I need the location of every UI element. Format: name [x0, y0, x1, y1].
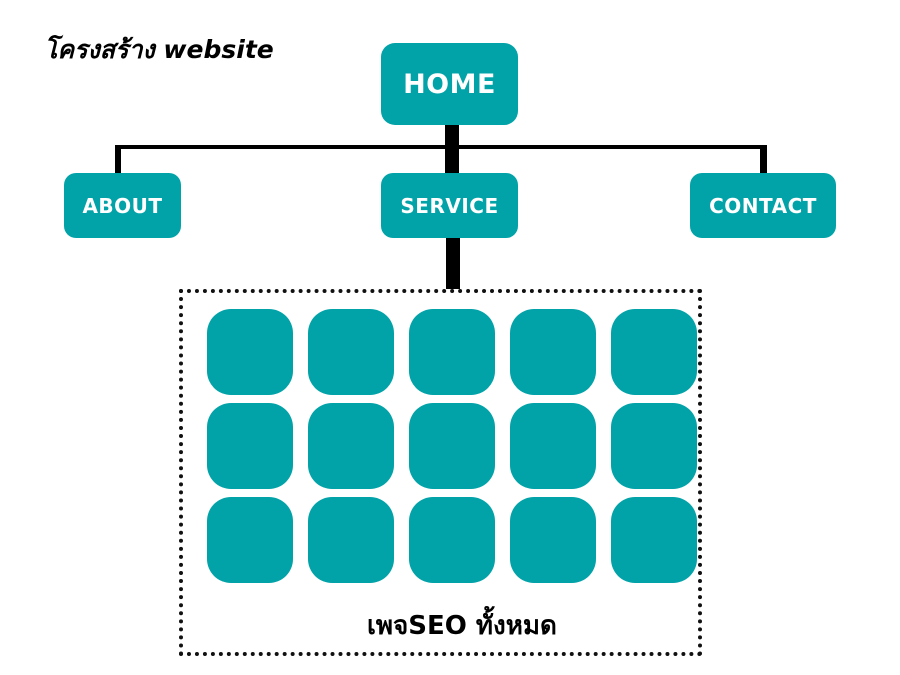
connector-horizontal — [115, 145, 767, 149]
seo-page-tile — [409, 309, 495, 395]
seo-pages-group — [179, 289, 702, 656]
seo-page-tile — [409, 403, 495, 489]
seo-page-tile — [510, 403, 596, 489]
seo-pages-label: เพจSEO ทั้งหมด — [367, 611, 557, 641]
seo-page-tile — [308, 497, 394, 583]
seo-page-tile — [207, 403, 293, 489]
home-node: HOME — [381, 43, 518, 125]
seo-page-tile — [611, 497, 697, 583]
seo-page-tile — [308, 403, 394, 489]
service-node: SERVICE — [381, 173, 518, 238]
seo-page-tile — [510, 309, 596, 395]
about-node: ABOUT — [64, 173, 181, 238]
seo-page-tile — [409, 497, 495, 583]
seo-page-tile — [611, 403, 697, 489]
connector-contact-drop — [760, 145, 767, 173]
seo-pages-grid — [207, 309, 697, 583]
seo-page-tile — [207, 497, 293, 583]
diagram-title: โครงสร้าง website — [44, 35, 274, 64]
seo-page-tile — [611, 309, 697, 395]
contact-node: CONTACT — [690, 173, 836, 238]
seo-page-tile — [308, 309, 394, 395]
connector-about-drop — [115, 145, 121, 173]
seo-page-tile — [207, 309, 293, 395]
connector-home-vertical — [445, 125, 459, 173]
seo-page-tile — [510, 497, 596, 583]
connector-service-vertical — [446, 238, 460, 289]
